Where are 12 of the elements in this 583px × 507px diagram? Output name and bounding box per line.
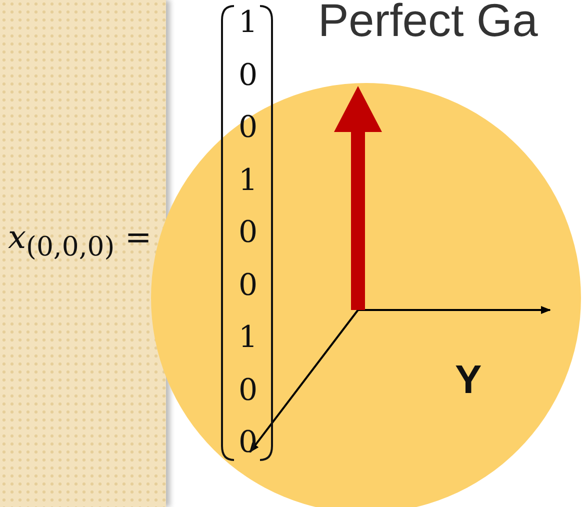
vector-entry: 0 xyxy=(237,111,259,145)
vector-entry: 1 xyxy=(237,321,259,355)
axis-label: Y xyxy=(455,358,482,403)
slide-title: Perfect Ga xyxy=(318,0,538,46)
vector-entry: 0 xyxy=(237,426,259,460)
vector-entry: 0 xyxy=(237,216,259,250)
vector-label: x$_{(0,0,0)}$ = xyxy=(8,218,152,262)
vector-entry: 1 xyxy=(237,6,259,40)
vector-entry: 1 xyxy=(237,164,259,198)
vector-entry: 0 xyxy=(237,268,259,302)
vector-entry: 0 xyxy=(237,374,259,408)
vector-entry: 0 xyxy=(237,58,259,92)
